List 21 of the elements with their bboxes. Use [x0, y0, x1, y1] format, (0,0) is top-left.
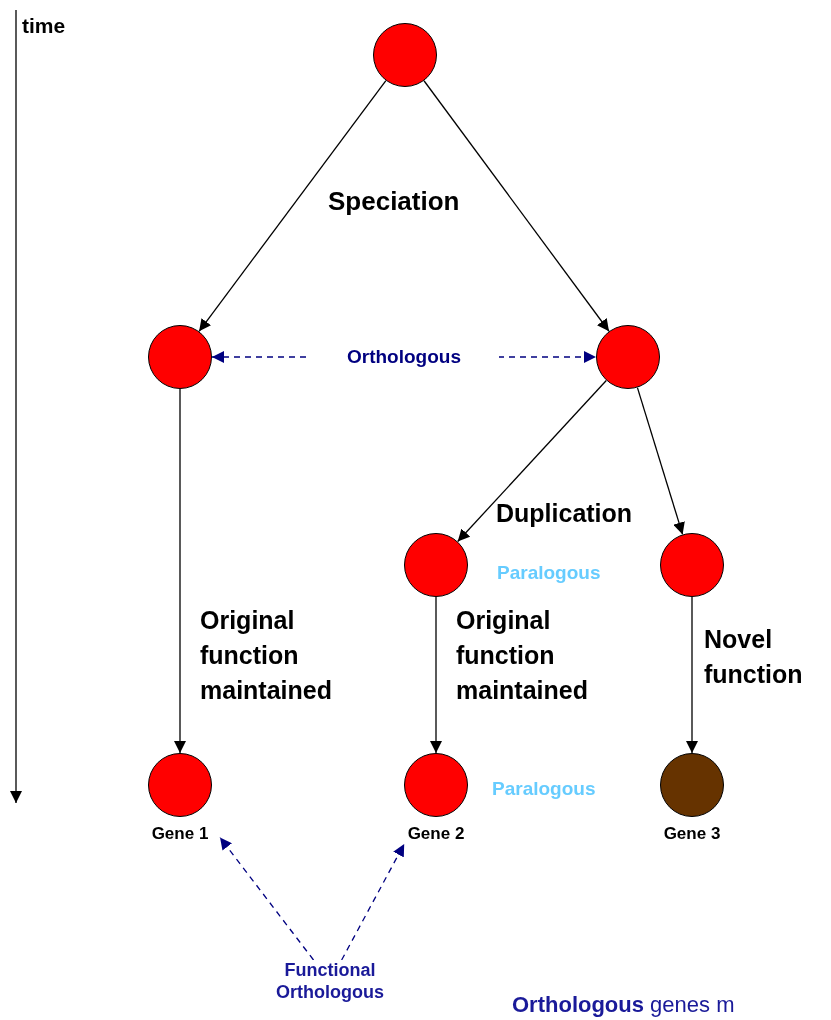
step-label: Duplication	[496, 499, 633, 528]
gene-label: Gene 2	[407, 824, 465, 844]
gene-label: Gene 3	[663, 824, 721, 844]
text-label: Paralogous	[492, 778, 596, 800]
arrow	[423, 80, 610, 332]
arrow	[174, 388, 186, 754]
edge-label: Original function maintained	[200, 605, 333, 706]
arrow	[430, 596, 442, 754]
gene-label: Gene 1	[151, 824, 209, 844]
text-label: Paralogous	[497, 562, 601, 584]
step-label: Speciation	[328, 186, 460, 217]
arrow	[457, 379, 607, 543]
arrow	[636, 386, 685, 536]
edge-label: Novel function	[704, 624, 804, 690]
edge-label: Original function maintained	[456, 605, 589, 706]
arrow	[198, 80, 387, 332]
arrow	[686, 596, 698, 754]
dashed-arrow	[341, 843, 405, 961]
text-label: time	[22, 14, 66, 38]
dashed-arrow	[219, 836, 315, 961]
text-label: Orthologous genes m	[512, 992, 735, 1018]
